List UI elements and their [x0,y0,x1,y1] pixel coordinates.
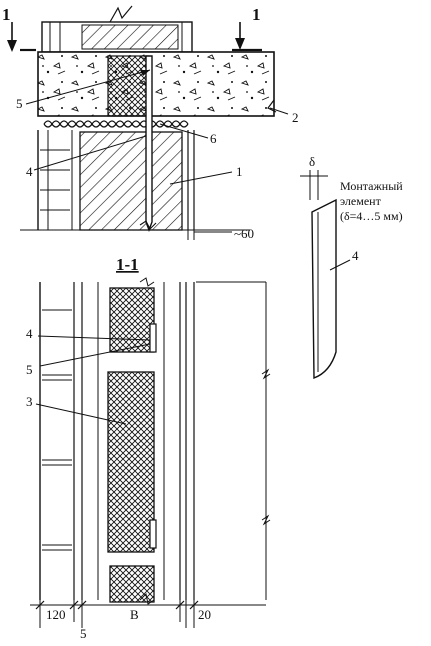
dim-b: B [130,607,139,622]
dim-5: 5 [80,626,87,641]
mounting-element-detail: δ Монтажный элемент (δ=4…5 мм) 4 [300,154,403,380]
section-label-4: 4 [26,326,33,341]
section-label-3: 3 [26,394,33,409]
mounting-pin [145,55,153,232]
insulation-block-top [109,287,155,353]
top-label-1: 1 [236,164,243,179]
section-1-1: 1-1 4 5 [26,255,271,641]
insulation-block-middle [107,371,155,553]
upper-wall-insulation [81,24,179,50]
cut-marker-left [7,22,36,52]
cut-mark-left-label: 1 [2,5,11,24]
section-title: 1-1 [116,255,139,274]
cut-mark-right-label: 1 [252,5,261,24]
top-label-6: 6 [210,131,217,146]
top-detail: 1 1 5 4 6 1 2 ~60 [2,5,299,241]
cut-marker-right [232,22,262,52]
side-title-line1: Монтажный [340,179,403,193]
floor-slab [37,51,275,117]
insulation-block-bottom [109,565,155,603]
side-delta: δ [309,154,315,169]
lower-wall-block [79,131,183,231]
dim-120: 120 [46,607,66,622]
mounting-element-shape [311,198,337,380]
dim-20: 20 [198,607,211,622]
top-label-4: 4 [26,164,33,179]
slab-insulation-insert [107,55,149,117]
top-label-2: 2 [292,110,299,125]
top-dim-60: ~60 [234,226,254,241]
break-line-top [109,5,133,23]
side-label-4: 4 [352,248,359,263]
side-title-line2: элемент [340,194,382,208]
side-title-line3: (δ=4…5 мм) [340,209,403,223]
section-label-5: 5 [26,362,33,377]
top-label-5: 5 [16,96,23,111]
